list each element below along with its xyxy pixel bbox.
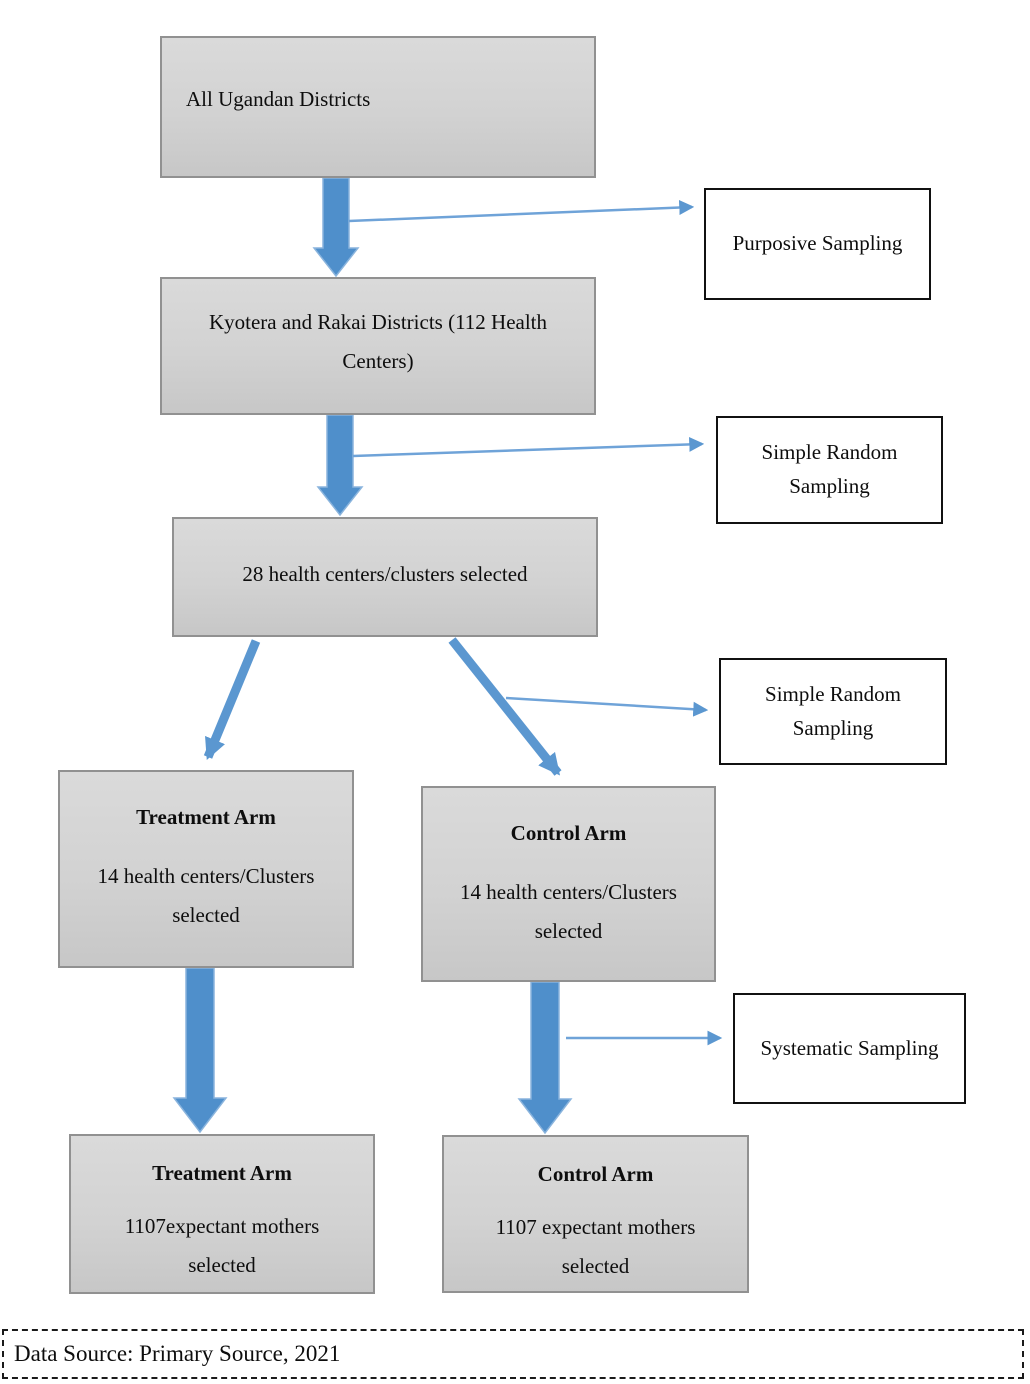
data-source-note-text: Data Source: Primary Source, 2021 [14,1341,341,1366]
arrow-kyotera-to-clusters-icon [316,414,364,517]
label-simple-random-sampling-2: Simple Random Sampling [719,658,947,765]
connector-simple-random-2-icon [505,696,709,717]
node-28-clusters-label: 28 health centers/clusters selected [242,562,528,586]
node-kyotera-rakai: Kyotera and Rakai Districts (112 Health … [160,277,596,415]
label-simple-random-sampling-1-text: Simple Random Sampling [761,440,898,498]
label-simple-random-sampling-1: Simple Random Sampling [716,416,943,524]
label-simple-random-sampling-2-text: Simple Random Sampling [765,681,901,740]
data-source-note: Data Source: Primary Source, 2021 [2,1329,1024,1379]
arrow-clusters-to-control-icon [448,637,562,776]
arrow-clusters-to-treatment-icon [203,639,261,760]
node-treatment-arm-clusters-title: Treatment Arm [136,805,276,829]
node-kyotera-rakai-label: Kyotera and Rakai Districts (112 Health … [208,310,548,373]
node-control-arm-mothers-title: Control Arm [537,1162,654,1186]
node-control-arm-clusters-title: Control Arm [510,821,627,845]
arrow-control-to-mothers-icon [517,981,573,1135]
arrow-districts-to-kyotera-icon [312,177,360,278]
node-treatment-arm-clusters: Treatment Arm 14 health centers/Clusters… [58,770,354,968]
label-purposive-sampling-text: Purposive Sampling [732,231,903,256]
node-control-arm-clusters: Control Arm 14 health centers/Clusters s… [421,786,716,982]
node-treatment-arm-clusters-body: 14 health centers/Clusters selected [97,863,315,927]
label-purposive-sampling: Purposive Sampling [704,188,931,300]
node-control-arm-clusters-body: 14 health centers/Clusters selected [460,879,677,943]
node-treatment-arm-mothers-title: Treatment Arm [152,1161,292,1185]
node-treatment-arm-mothers: Treatment Arm 1107expectant mothers sele… [69,1134,375,1294]
arrow-treatment-to-mothers-icon [172,967,228,1134]
node-control-arm-mothers: Control Arm 1107 expectant mothers selec… [442,1135,749,1293]
node-treatment-arm-mothers-body: 1107expectant mothers selected [124,1213,320,1277]
label-systematic-sampling: Systematic Sampling [733,993,966,1104]
node-control-arm-mothers-body: 1107 expectant mothers selected [495,1214,696,1278]
connector-purposive-sampling-icon [348,200,695,223]
connector-simple-random-1-icon [352,436,705,458]
label-systematic-sampling-text: Systematic Sampling [760,1035,939,1060]
node-28-clusters: 28 health centers/clusters selected [172,517,598,637]
node-all-ugandan-districts-label: All Ugandan Districts [186,87,371,111]
node-all-ugandan-districts: All Ugandan Districts [160,36,596,178]
